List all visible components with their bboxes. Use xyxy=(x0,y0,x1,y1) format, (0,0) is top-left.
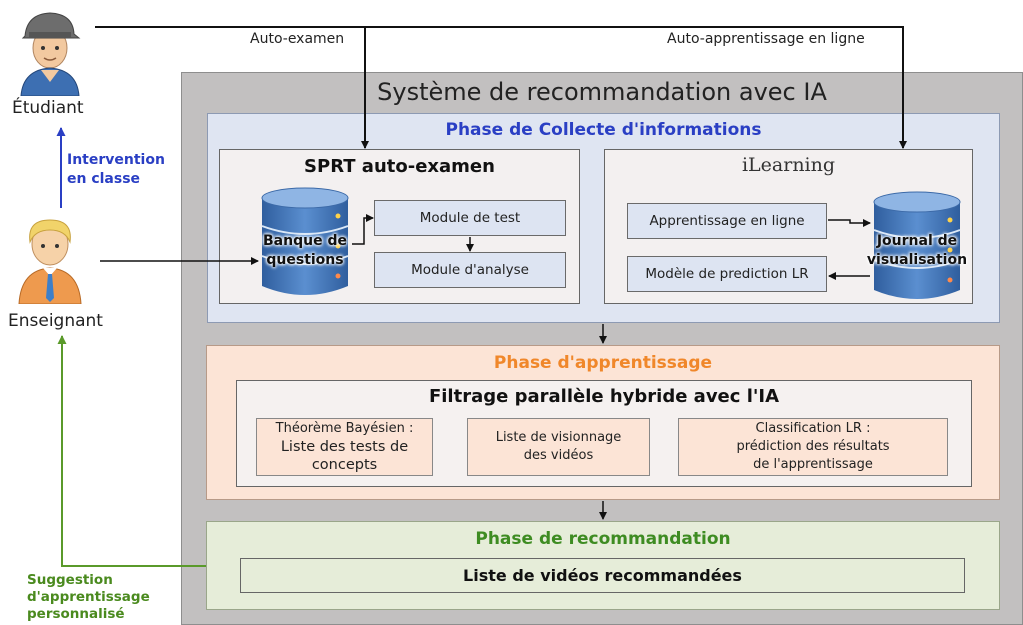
classification-line-3: de l'apprentissage xyxy=(753,457,873,472)
intervention-line-2: en classe xyxy=(67,171,141,187)
module-analyse-box: Module d'analyse xyxy=(374,252,566,288)
student-avatar-icon xyxy=(20,12,81,96)
auto-apprentissage-arrow xyxy=(365,26,907,149)
bank-to-test-arrow xyxy=(352,214,374,245)
bayesien-line-3: concepts xyxy=(311,457,378,473)
classification-line-1: Classification LR : xyxy=(755,421,871,436)
teacher-avatar-icon xyxy=(18,219,82,304)
intervention-label: Intervention en classe xyxy=(67,151,165,189)
visualisation-journal-label: Journal de visualisation xyxy=(862,232,972,270)
recommended-videos-box: Liste de vidéos recommandées xyxy=(240,558,965,593)
suggestion-line-2: d'apprentissage xyxy=(27,589,150,605)
question-bank-line-1: Banque de xyxy=(263,233,347,249)
visionnage-line-1: Liste de visionnage xyxy=(495,430,622,445)
suggestion-label: Suggestion d'apprentissage personnalisé xyxy=(27,572,150,623)
auto-examen-arrow xyxy=(95,26,369,149)
visualisation-journal-database-icon xyxy=(873,191,961,299)
sprt-title: SPRT auto-examen xyxy=(304,156,495,177)
ilearning-title: iLearning xyxy=(741,154,836,176)
filtrage-title: Filtrage parallèle hybride avec l'IA xyxy=(428,386,780,407)
classification-box: Classification LR : prédiction des résul… xyxy=(678,418,948,476)
phase-collecte-title: Phase de Collecte d'informations xyxy=(445,120,762,140)
intervention-line-1: Intervention xyxy=(67,152,165,168)
suggestion-line-3: personnalisé xyxy=(27,606,125,622)
auto-examen-label: Auto-examen xyxy=(250,31,345,47)
phase-recommandation-title: Phase de recommandation xyxy=(475,529,731,549)
bayesien-line-2: Liste des tests de xyxy=(280,439,409,455)
apprentissage-en-ligne-box: Apprentissage en ligne xyxy=(627,203,827,239)
visualisation-journal-line-1: Journal de xyxy=(876,233,958,249)
module-test-box: Module de test xyxy=(374,200,566,236)
modele-prediction-box: Modèle de prediction LR xyxy=(627,256,827,292)
question-bank-line-2: questions xyxy=(266,252,344,268)
auto-apprentissage-label: Auto-apprentissage en ligne xyxy=(667,31,865,47)
phase-apprentissage-title: Phase d'apprentissage xyxy=(493,353,713,373)
apprentissage-to-journal-arrow xyxy=(828,219,871,227)
bayesien-line-1: Théorème Bayésien : xyxy=(275,421,414,436)
question-bank-database-icon xyxy=(261,187,349,295)
question-bank-label: Banque de questions xyxy=(253,232,357,270)
system-title: Système de recommandation avec IA xyxy=(377,78,827,106)
teacher-label: Enseignant xyxy=(8,311,103,331)
suggestion-arrow xyxy=(57,335,206,567)
bayesien-box: Théorème Bayésien : Liste des tests de c… xyxy=(256,418,433,476)
visionnage-box: Liste de visionnage des vidéos xyxy=(467,418,650,476)
suggestion-line-1: Suggestion xyxy=(27,572,113,588)
visualisation-journal-line-2: visualisation xyxy=(866,252,968,268)
student-label: Étudiant xyxy=(12,98,84,118)
visionnage-line-2: des vidéos xyxy=(523,448,594,463)
classification-line-2: prédiction des résultats xyxy=(736,439,890,454)
